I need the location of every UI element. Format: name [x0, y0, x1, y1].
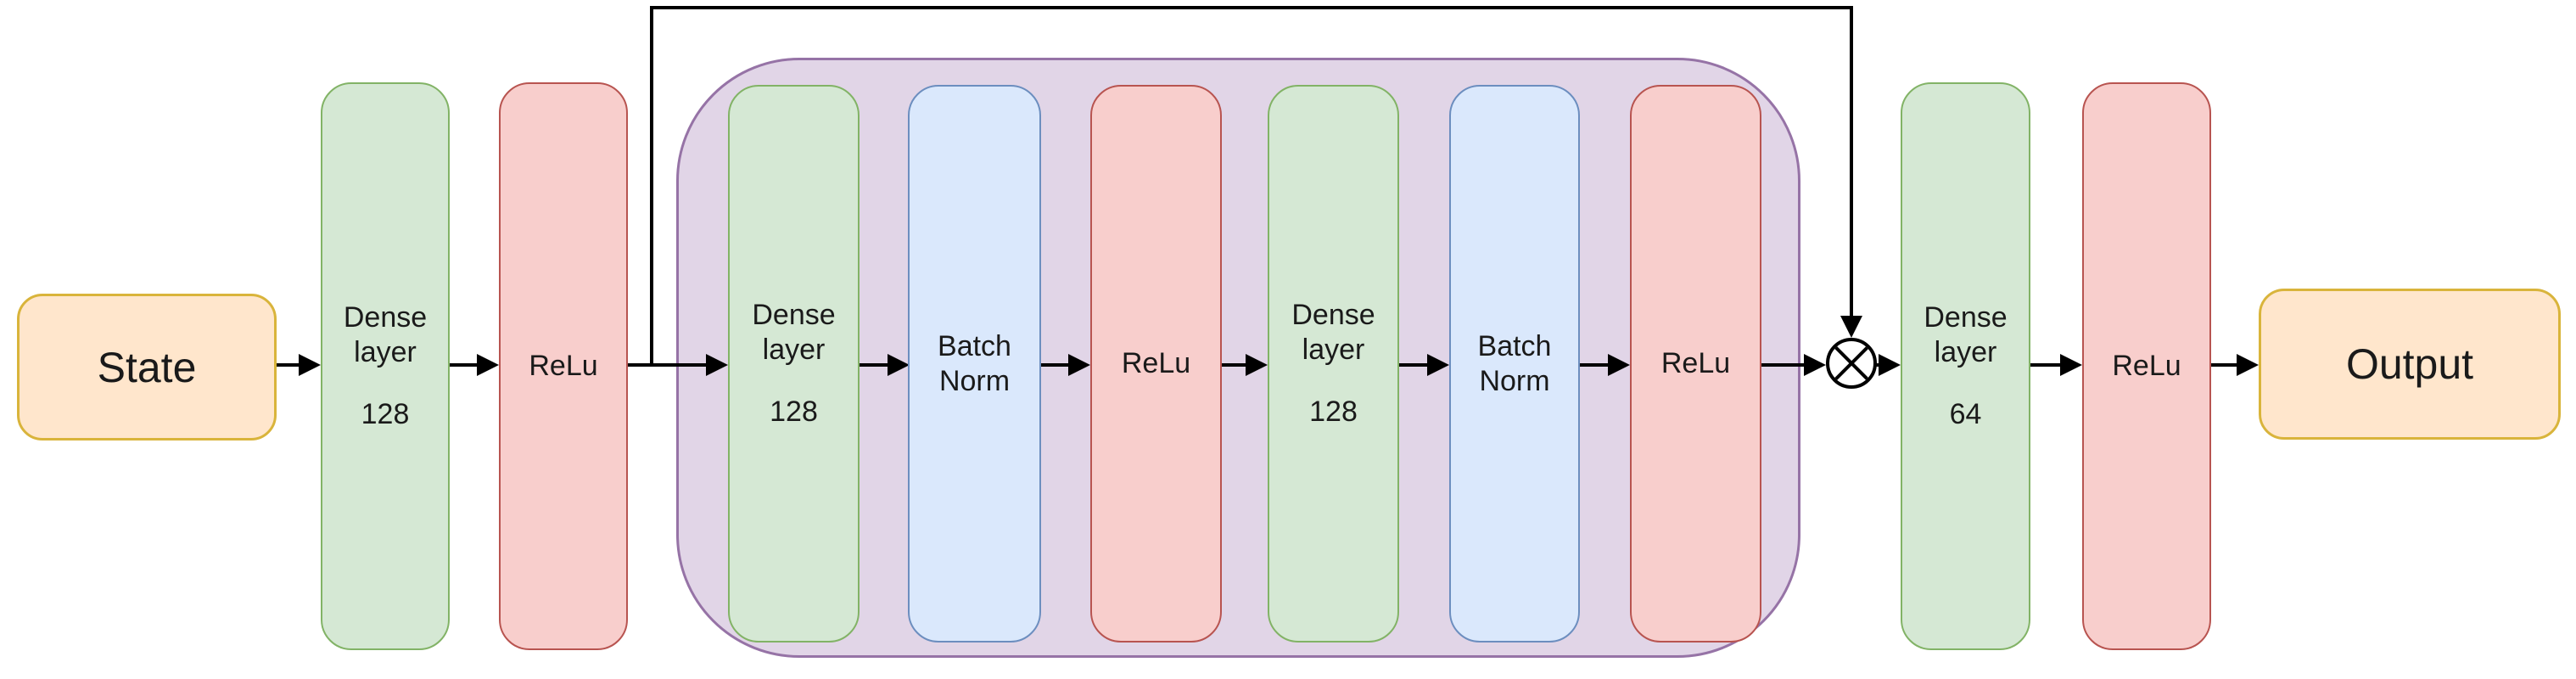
edge-batchnorm1-to-relu2 [1041, 354, 1090, 376]
edge-relu4-to-output [2211, 354, 2259, 376]
label-line: layer [1302, 334, 1365, 366]
units-label: 64 [1949, 398, 1982, 430]
relu-4-node: ReLu [2082, 82, 2211, 650]
relu-2-node: ReLu [1090, 85, 1222, 643]
output-label: Output [2345, 340, 2474, 388]
relu-1-node: ReLu [499, 82, 628, 650]
label-line: Batch [1477, 329, 1552, 362]
arrowhead-icon [2060, 354, 2082, 376]
relu-3-label: ReLu [1660, 347, 1731, 379]
dense-layer-2-node: Dense layer 128 [728, 85, 860, 643]
relu-1-label: ReLu [529, 350, 598, 382]
edge-relu1-to-dense2 [624, 354, 728, 376]
label-line: Dense [752, 299, 836, 331]
batch-norm-1-node: Batch Norm [908, 85, 1041, 643]
label-line: Dense [343, 301, 428, 334]
label-line: layer [762, 334, 826, 366]
arrowhead-icon [1246, 354, 1268, 376]
skip-connection-arrowhead-icon [1840, 316, 1862, 338]
arrowhead-icon [1608, 354, 1630, 376]
skip-connection-line-top [650, 6, 1853, 9]
skip-connection-line-up [650, 6, 653, 367]
dense-layer-3-node: Dense layer 128 [1268, 85, 1399, 643]
units-label: 128 [361, 398, 410, 430]
edge-dense3-to-batchnorm2 [1399, 354, 1449, 376]
edge-relu3-to-merge [1761, 354, 1826, 376]
arrowhead-icon [1427, 354, 1449, 376]
dense-layer-1-node: Dense layer 128 [321, 82, 450, 650]
label-line: layer [354, 336, 417, 368]
label-line: Batch [938, 329, 1011, 362]
arrowhead-icon [1879, 354, 1901, 376]
edge-relu2-to-dense3 [1222, 354, 1268, 376]
arrowhead-icon [1068, 354, 1090, 376]
units-label: 128 [1309, 396, 1358, 428]
state-label: State [97, 343, 197, 391]
units-label: 128 [770, 396, 818, 428]
arrowhead-icon [2237, 354, 2259, 376]
arrowhead-icon [888, 354, 910, 376]
label-line: Dense [1291, 299, 1375, 331]
edge-dense4-to-relu4 [2030, 354, 2082, 376]
output-node: Output [2259, 289, 2561, 440]
state-node: State [17, 294, 277, 441]
label-line: layer [1934, 336, 1997, 368]
arrowhead-icon [477, 354, 499, 376]
arrowhead-icon [299, 354, 321, 376]
arrowhead-icon [706, 354, 728, 376]
dense-layer-3-label: Dense layer 128 [1291, 298, 1375, 429]
dense-layer-2-label: Dense layer 128 [752, 298, 835, 429]
multiply-merge-icon [1826, 338, 1877, 389]
label-line: Norm [1479, 364, 1550, 397]
edge-dense2-to-batchnorm1 [860, 354, 910, 376]
edge-dense1-to-relu1 [450, 354, 499, 376]
batch-norm-2-node: Batch Norm [1449, 85, 1580, 643]
relu-3-node: ReLu [1630, 85, 1761, 643]
dense-layer-4-label: Dense layer 64 [1924, 300, 2007, 432]
dense-layer-1-label: Dense layer 128 [344, 300, 427, 432]
label-line: Norm [938, 364, 1011, 397]
dense-layer-4-node: Dense layer 64 [1901, 82, 2030, 650]
skip-connection-line-down [1850, 6, 1853, 316]
label-line: Dense [1924, 301, 2008, 334]
edge-merge-to-dense4 [1875, 354, 1901, 376]
relu-2-label: ReLu [1121, 347, 1191, 379]
relu-4-label: ReLu [2112, 350, 2181, 382]
batch-norm-1-label: Batch Norm [938, 329, 1011, 399]
arrowhead-icon [1804, 354, 1826, 376]
batch-norm-2-label: Batch Norm [1478, 329, 1552, 399]
edge-state-to-dense1 [277, 354, 321, 376]
edge-batchnorm2-to-relu3 [1580, 354, 1630, 376]
